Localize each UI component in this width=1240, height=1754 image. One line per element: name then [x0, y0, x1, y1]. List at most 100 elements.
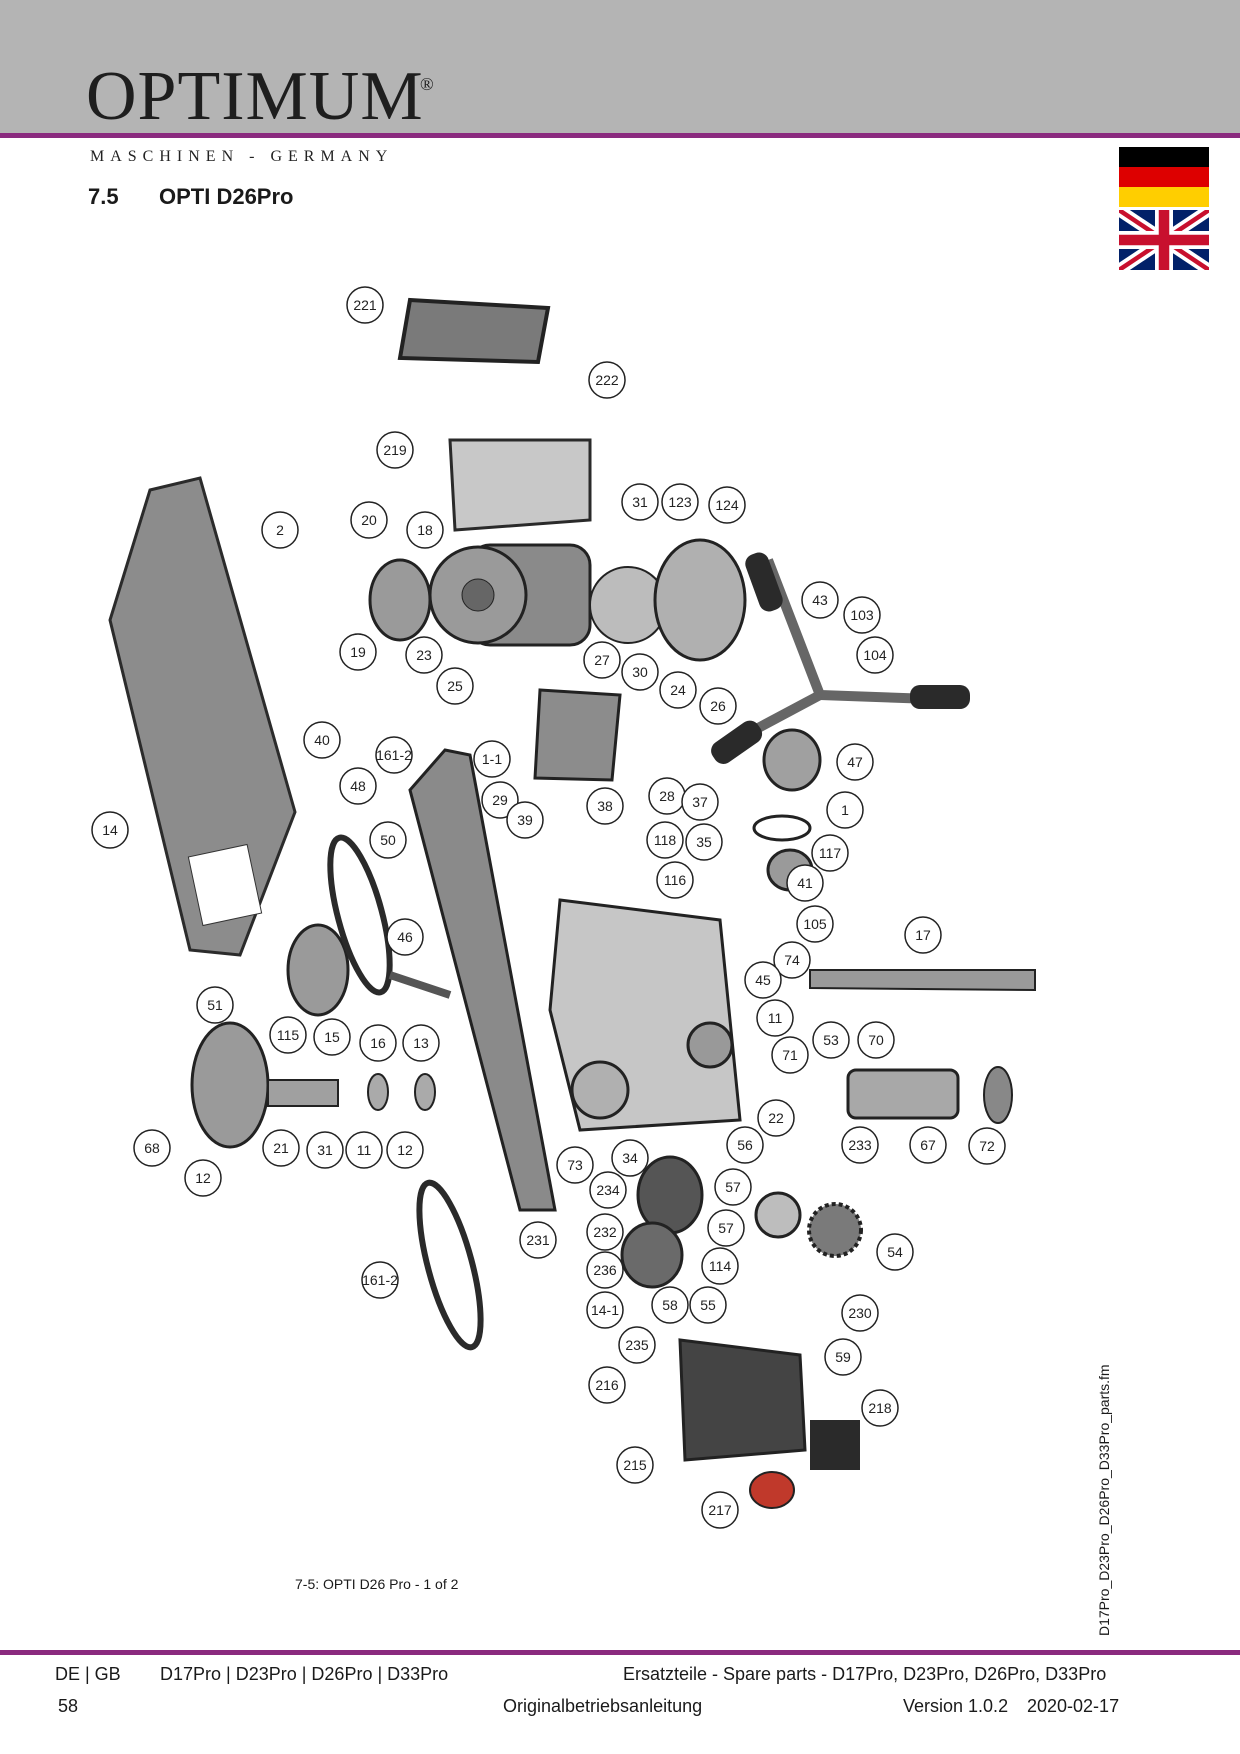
part-callout: 219	[383, 442, 407, 458]
part-callout: 34	[622, 1150, 638, 1166]
part-callout: 117	[819, 845, 842, 861]
section-number: 7.5	[88, 184, 119, 209]
part-callout: 47	[847, 754, 863, 770]
part-callout: 20	[361, 512, 377, 528]
part-callout: 234	[596, 1182, 620, 1198]
page-number: 58	[58, 1696, 79, 1716]
part-callout: 16	[370, 1035, 386, 1051]
part-callout: 22	[768, 1110, 784, 1126]
part-callout: 1-1	[482, 751, 502, 767]
part-callout: 103	[850, 607, 874, 623]
part-callout: 38	[597, 798, 613, 814]
part-callout: 12	[397, 1142, 413, 1158]
part-callout: 55	[700, 1297, 716, 1313]
footer-language: DE | GB	[55, 1664, 121, 1684]
part-callout: 73	[567, 1157, 583, 1173]
source-file-label: D17Pro_D23Pro_D26Pro_D33Pro_parts.fm	[1096, 1364, 1112, 1636]
footer-models: D17Pro | D23Pro | D26Pro | D33Pro	[160, 1664, 449, 1684]
part-callout: 21	[273, 1140, 289, 1156]
brand-tagline: MASCHINEN - GERMANY	[90, 148, 394, 165]
part-callout: 50	[380, 832, 396, 848]
figure-caption: 7-5: OPTI D26 Pro - 1 of 2	[295, 1576, 459, 1592]
part-callout: 221	[353, 297, 377, 313]
part-callout: 2	[276, 522, 284, 538]
part-callout: 58	[662, 1297, 678, 1313]
part-callout: 40	[314, 732, 330, 748]
part-callout: 72	[979, 1138, 995, 1154]
part-callout: 23	[416, 647, 432, 663]
part-callout: 14-1	[591, 1302, 619, 1318]
part-callout: 11	[768, 1010, 783, 1026]
part-callout: 30	[632, 664, 648, 680]
part-callout: 115	[277, 1027, 300, 1043]
part-callout: 222	[595, 372, 619, 388]
part-callout: 235	[625, 1337, 649, 1353]
part-callout: 105	[803, 916, 827, 932]
part-callout: 51	[207, 997, 223, 1013]
part-callout: 25	[447, 678, 463, 694]
part-callout: 18	[417, 522, 433, 538]
part-callout: 12	[195, 1170, 211, 1186]
part-callout: 231	[526, 1232, 550, 1248]
part-callout: 46	[397, 929, 413, 945]
part-callout: 233	[848, 1137, 872, 1153]
part-callout: 161-2	[376, 747, 412, 763]
part-callout: 26	[710, 698, 726, 714]
part-callout: 161-2	[362, 1272, 398, 1288]
part-callout: 71	[782, 1047, 798, 1063]
part-callout: 114	[709, 1258, 732, 1274]
part-callout: 215	[623, 1457, 647, 1473]
part-callout: 59	[835, 1349, 851, 1365]
part-callout: 54	[887, 1244, 903, 1260]
header-band	[0, 0, 1240, 136]
part-callout: 67	[920, 1137, 936, 1153]
part-callout: 24	[670, 682, 686, 698]
part-callout: 123	[668, 494, 692, 510]
part-callout: 56	[737, 1137, 753, 1153]
part-callout: 35	[696, 834, 712, 850]
part-callout: 29	[492, 792, 508, 808]
belt-cover	[108, 476, 297, 957]
brand-logo: OPTIMUM	[86, 58, 424, 135]
part-callout: 13	[413, 1035, 429, 1051]
part-callout: 14	[102, 822, 118, 838]
part-callout: 15	[324, 1029, 340, 1045]
part-callout: 48	[350, 778, 366, 794]
part-callout: 230	[848, 1305, 872, 1321]
part-callout: 104	[863, 647, 887, 663]
header-rule	[0, 133, 1240, 138]
uk-flag-icon[interactable]	[1119, 210, 1209, 270]
footer-rule	[0, 1650, 1240, 1655]
germany-flag-icon[interactable]	[1119, 147, 1209, 207]
part-callout: 31	[632, 494, 648, 510]
part-callout: 53	[823, 1032, 839, 1048]
part-callout: 70	[868, 1032, 884, 1048]
part-callout: 39	[517, 812, 533, 828]
part-callout: 118	[654, 832, 677, 848]
part-callout: 41	[797, 875, 813, 891]
part-callout: 28	[659, 788, 675, 804]
part-callout: 1	[841, 802, 849, 818]
part-callout: 45	[755, 972, 771, 988]
part-callout: 11	[357, 1142, 372, 1158]
part-callout: 232	[593, 1224, 617, 1240]
part-callout: 218	[868, 1400, 892, 1416]
part-callout: 31	[317, 1142, 333, 1158]
part-callout: 68	[144, 1140, 160, 1156]
part-callout: 74	[784, 952, 800, 968]
part-callout: 19	[350, 644, 366, 660]
part-callout: 217	[708, 1502, 732, 1518]
section-title: OPTI D26Pro	[159, 184, 294, 209]
part-callout: 57	[725, 1179, 741, 1195]
footer-date: 2020-02-17	[1027, 1696, 1120, 1716]
part-callout: 27	[594, 652, 610, 668]
part-callout: 216	[595, 1377, 619, 1393]
registered-mark: ®	[420, 74, 434, 94]
part-callout: 17	[915, 927, 931, 943]
footer-manual: Originalbetriebsanleitung	[503, 1696, 703, 1716]
footer-version: Version 1.0.2	[903, 1696, 1009, 1716]
part-callout: 116	[664, 872, 687, 888]
part-callout: 57	[718, 1220, 734, 1236]
